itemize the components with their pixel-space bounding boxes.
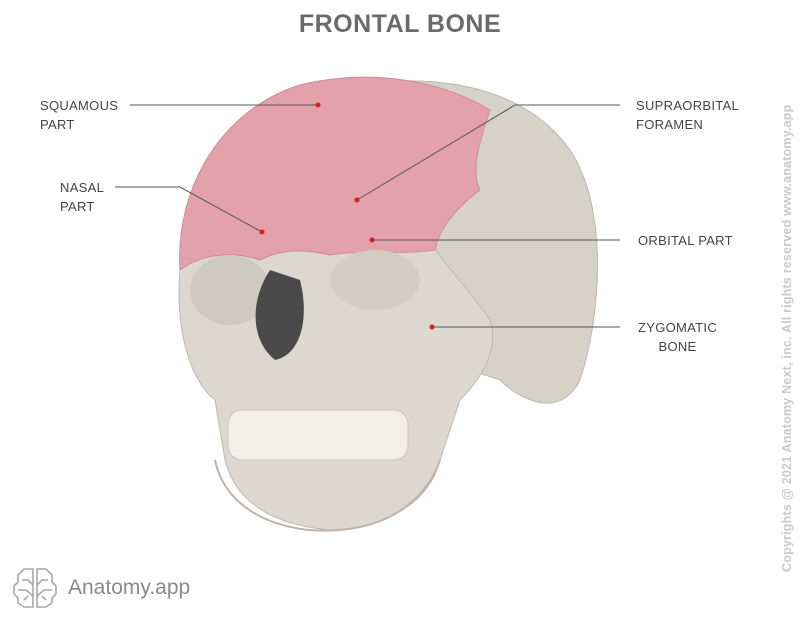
label-zygomatic-bone: ZYGOMATIC BONE — [638, 318, 717, 356]
nasal-cavity — [255, 270, 304, 360]
marker-dots — [259, 102, 435, 330]
teeth — [227, 409, 409, 461]
label-line: PART — [40, 117, 75, 132]
label-line: ORBITAL PART — [638, 233, 733, 248]
frontal-bone — [179, 76, 491, 271]
brand-name: Anatomy.app — [68, 576, 191, 599]
brain-icon — [13, 568, 57, 608]
brand-logo: Anatomy.app — [12, 566, 190, 610]
label-orbital-part: ORBITAL PART — [638, 231, 733, 250]
left-orbit — [190, 255, 270, 325]
mandible — [214, 459, 441, 532]
label-line: ZYGOMATIC — [638, 320, 718, 335]
page-title: FRONTAL BONE — [298, 10, 502, 38]
copyright-notice: Copyrights @ 2021 Anatomy Next, inc. All… — [780, 104, 794, 572]
leader-lines — [115, 104, 620, 328]
right-orbit — [330, 250, 420, 310]
label-line: NASAL — [60, 180, 105, 195]
label-line: FORAMEN — [636, 117, 704, 132]
label-line: SUPRAORBITAL — [636, 98, 740, 113]
label-nasal-part: NASAL PART — [60, 178, 104, 216]
label-supraorbital-foramen: SUPRAORBITAL FORAMEN — [636, 96, 739, 134]
label-line: BONE — [658, 339, 697, 354]
label-squamous-part: SQUAMOUS PART — [40, 96, 118, 134]
label-line: SQUAMOUS — [40, 98, 119, 113]
label-line: PART — [60, 199, 95, 214]
